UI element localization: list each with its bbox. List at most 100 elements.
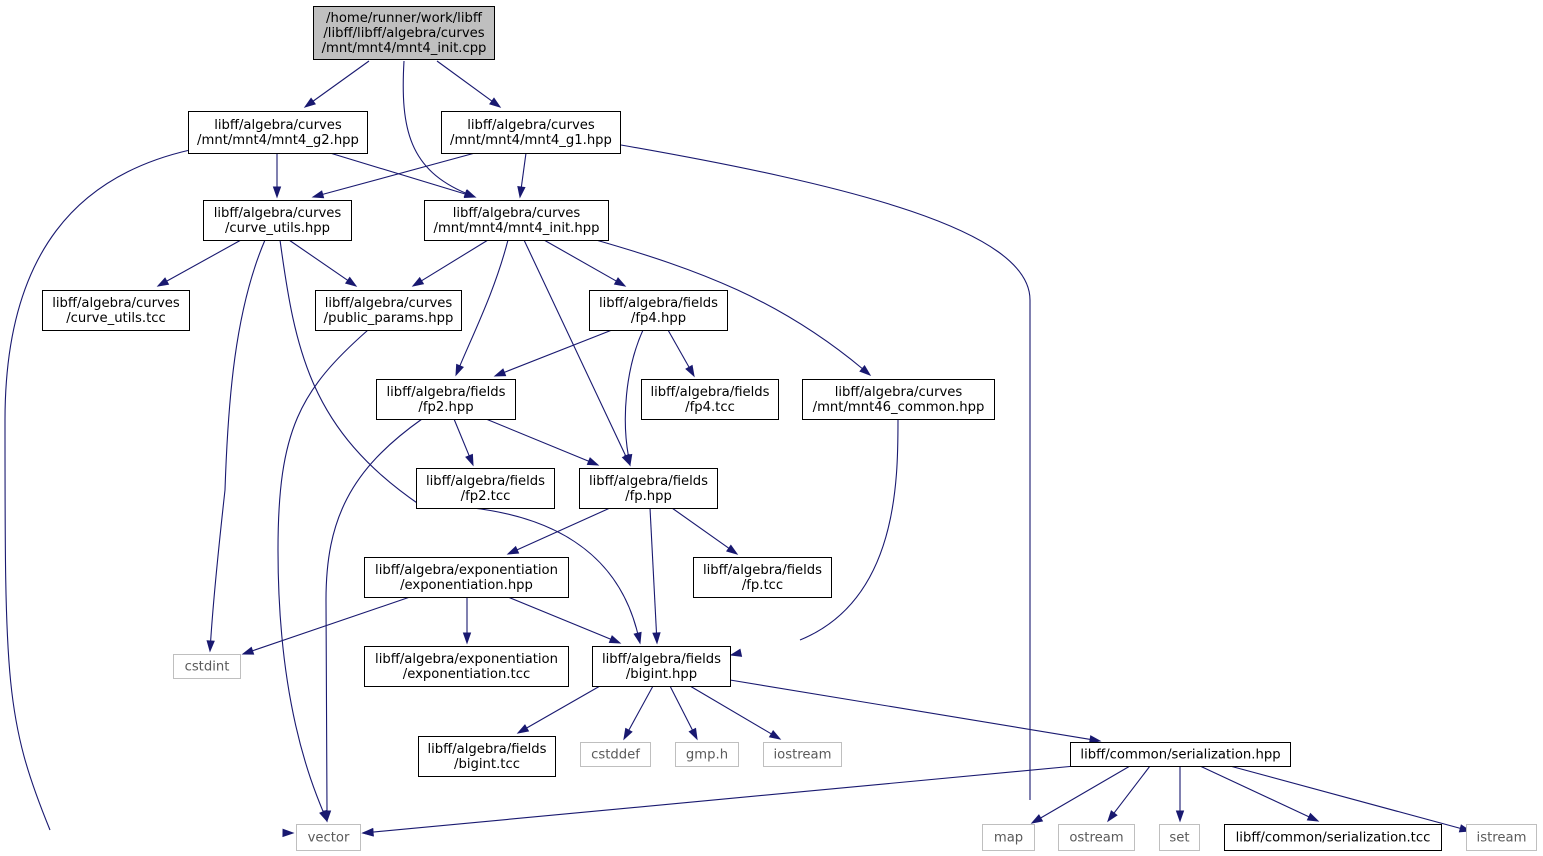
node-box [296, 824, 361, 851]
edge-line [1113, 765, 1151, 815]
node-label-line: /bigint.hpp [626, 667, 697, 682]
node-label-line: libff/common/serialization.hpp [1080, 748, 1280, 763]
node-label-line: libff/algebra/fields [599, 296, 718, 311]
edge-fp_hpp-to-expo_hpp [506, 507, 611, 555]
edges-layer [4, 60, 1472, 838]
node-bigint-hpp[interactable]: libff/algebra/fields/bigint.hpp [592, 646, 731, 687]
edge-arrowhead [633, 631, 642, 645]
node-set[interactable]: set [1159, 824, 1200, 851]
node-label-line: /curve_utils.hpp [225, 221, 330, 236]
node-vector[interactable]: vector [296, 824, 361, 851]
node-cstddef[interactable]: cstddef [580, 742, 651, 767]
node-label-line: libff/common/serialization.tcc [1236, 831, 1431, 846]
node-label-line: libff/algebra/exponentiation [375, 652, 558, 667]
node-expo-hpp[interactable]: libff/algebra/exponentiation/exponentiat… [364, 557, 569, 598]
node-fp-tcc[interactable]: libff/algebra/fields/fp.tcc [693, 557, 832, 598]
node-label-line: /fp.tcc [742, 578, 783, 593]
node-label-line: libff/algebra/curves [214, 206, 342, 221]
node-curve-utils-tcc[interactable]: libff/algebra/curves/curve_utils.tcc [42, 290, 190, 331]
edge-arrowhead [608, 635, 622, 644]
node-serialization-tcc[interactable]: libff/common/serialization.tcc [1224, 824, 1442, 851]
edge-line [525, 685, 601, 730]
node-box [313, 6, 495, 60]
edge-line [515, 507, 611, 551]
node-public-params[interactable]: libff/algebra/curves/public_params.hpp [315, 290, 462, 331]
edge-mnt4_g1-to-mnt4_init_hpp [517, 152, 527, 199]
edge-arrowhead [517, 186, 526, 199]
node-bigint-tcc[interactable]: libff/algebra/fields/bigint.tcc [418, 736, 556, 777]
edge-line [458, 239, 509, 367]
node-fp2-tcc[interactable]: libff/algebra/fields/fp2.tcc [416, 468, 555, 509]
edge-fp4_hpp-to-fp_hpp [624, 329, 644, 467]
node-serialization-hpp[interactable]: libff/common/serialization.hpp [1070, 742, 1291, 767]
edge-fp2_hpp-to-fp2_tcc [453, 418, 474, 467]
node-label-line: iostream [774, 748, 832, 763]
edge-line [165, 239, 242, 283]
node-istream[interactable]: istream [1466, 824, 1537, 851]
edge-line [689, 685, 773, 735]
edge-arrowhead [586, 457, 600, 466]
node-fp-hpp[interactable]: libff/algebra/fields/fp.hpp [579, 468, 718, 509]
node-label-line: /fp2.hpp [418, 400, 473, 415]
node-box [580, 742, 651, 767]
node-label-line: map [994, 831, 1023, 846]
edge-serialization_hpp-to-istream [1229, 765, 1472, 833]
edge-fp_hpp-to-fp_tcc [671, 507, 739, 555]
edge-arrowhead [322, 810, 332, 823]
node-fp4-tcc[interactable]: libff/algebra/fields/fp4.tcc [641, 379, 779, 420]
edge-line [669, 685, 694, 732]
node-box [675, 742, 739, 767]
edge-mnt4_init_hpp-to-public_params [411, 239, 489, 287]
node-box [1058, 824, 1135, 851]
node-label-line: libff/algebra/exponentiation [375, 563, 558, 578]
edge-arrowhead [465, 453, 474, 467]
node-box [364, 646, 569, 687]
edge-mnt4_init_hpp-to-fp4_hpp [543, 239, 627, 287]
edge-curve_utils_hpp-to-cstdint [206, 239, 266, 653]
node-box [42, 290, 190, 331]
node-box [441, 111, 621, 154]
node-label-line: cstddef [591, 748, 640, 763]
node-label-line: /curve_utils.tcc [66, 311, 166, 326]
node-label-line: libff/algebra/curves [453, 206, 581, 221]
node-mnt4-g1[interactable]: libff/algebra/curves/mnt/mnt4/mnt4_g1.hp… [441, 111, 621, 154]
node-iostream[interactable]: iostream [763, 742, 842, 767]
edge-arrowhead [156, 277, 170, 287]
node-root[interactable]: /home/runner/work/libff/libff/libff/alge… [313, 6, 495, 60]
edge-line [520, 152, 527, 189]
node-label-line: /mnt/mnt4/mnt4_init.cpp [322, 41, 487, 56]
edge-arrowhead [729, 648, 743, 657]
edge-line [420, 239, 489, 282]
node-mnt4-g2[interactable]: libff/algebra/curves/mnt/mnt4/mnt4_g2.hp… [188, 111, 368, 154]
node-box [173, 654, 241, 679]
edge-expo_hpp-to-expo_tcc [462, 597, 472, 645]
node-fp4-hpp[interactable]: libff/algebra/fields/fp4.hpp [589, 290, 728, 331]
edge-line [251, 596, 411, 652]
node-box [641, 379, 779, 420]
node-label-line: vector [308, 831, 350, 846]
node-mnt46-common[interactable]: libff/algebra/curves/mnt/mnt46_common.hp… [802, 379, 995, 420]
nodes-layer: /home/runner/work/libff/libff/libff/alge… [42, 6, 1537, 851]
node-box [418, 736, 556, 777]
node-box [589, 290, 728, 331]
node-label-line: set [1169, 831, 1189, 846]
edge-arrowhead [1107, 810, 1118, 823]
edge-line [436, 60, 494, 103]
edge-serialization_hpp-to-set [1175, 766, 1185, 823]
edge-curve_utils_hpp-to-public_params [288, 239, 358, 287]
node-map[interactable]: map [982, 824, 1035, 851]
node-mnt4-init-hpp[interactable]: libff/algebra/curves/mnt/mnt4/mnt4_init.… [424, 200, 609, 241]
edge-mnt46_common-to-bigint_hpp [729, 418, 899, 657]
edge-line [624, 329, 644, 457]
edge-arrowhead [624, 453, 633, 467]
edge-bigint_hpp-to-bigint_tcc [516, 685, 601, 734]
node-expo-tcc[interactable]: libff/algebra/exponentiation/exponentiat… [364, 646, 569, 687]
node-label-line: /public_params.hpp [324, 311, 454, 326]
node-ostream[interactable]: ostream [1058, 824, 1135, 851]
node-box [1224, 824, 1442, 851]
edge-mnt4_init_hpp-to-fp2_hpp [455, 239, 509, 377]
node-curve-utils-hpp[interactable]: libff/algebra/curves/curve_utils.hpp [203, 200, 352, 241]
node-cstdint[interactable]: cstdint [173, 654, 241, 679]
node-fp2-hpp[interactable]: libff/algebra/fields/fp2.hpp [376, 379, 516, 420]
node-gmp[interactable]: gmp.h [675, 742, 739, 767]
